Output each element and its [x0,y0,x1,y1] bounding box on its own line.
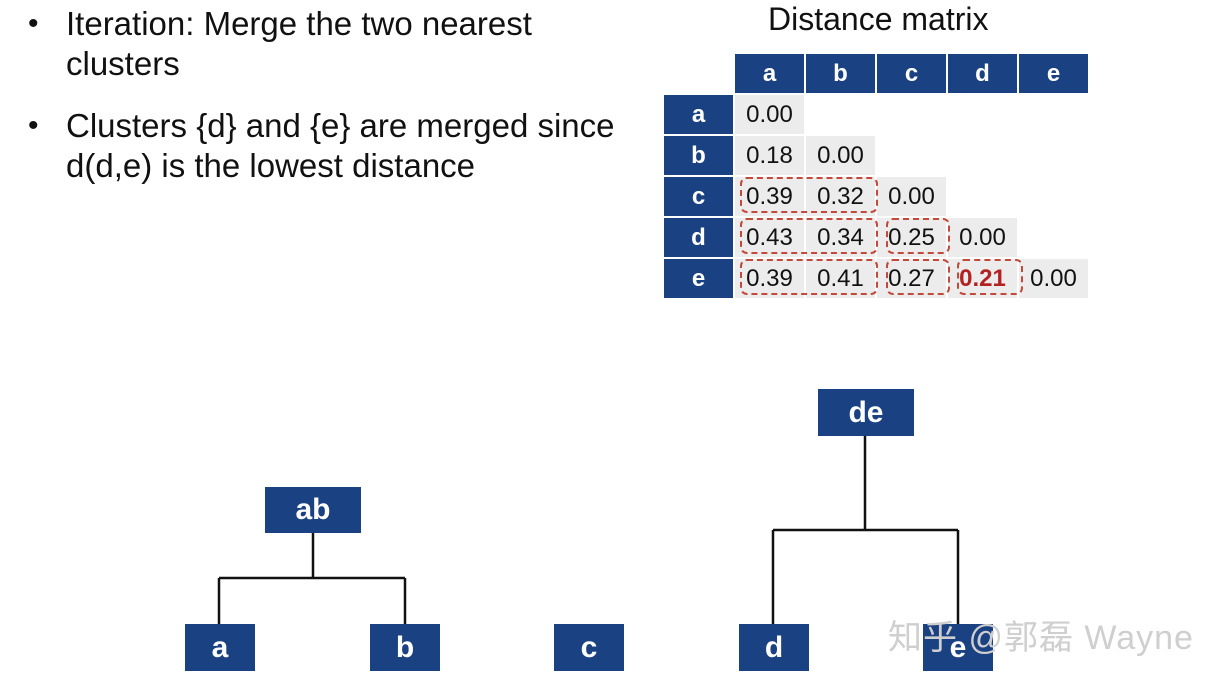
bullet-item: • Iteration: Merge the two nearest clust… [28,4,628,84]
row-header-a: a [664,95,733,134]
dashed-box-row-e-ab [740,259,878,295]
cluster-node-ab: ab [265,487,361,533]
leaf-node-d: d [739,624,809,671]
matrix-cell: 0.00 [1019,259,1088,298]
dashed-box-row-e-c [886,259,950,295]
leaf-node-e: e [923,624,993,671]
dashed-box-row-c-ab [740,177,878,213]
bullet-text: Clusters {d} and {e} are merged since d(… [66,107,615,184]
leaf-node-a: a [185,624,255,671]
row-header-b: b [664,136,733,175]
matrix-cell: 0.00 [806,136,875,175]
col-header-a: a [735,54,804,93]
dashed-box-row-e-d [957,259,1023,295]
row-header-c: c [664,177,733,216]
row-header-e: e [664,259,733,298]
col-header-d: d [948,54,1017,93]
bullet-list: • Iteration: Merge the two nearest clust… [28,4,628,208]
matrix-cell: 0.00 [735,95,804,134]
matrix-title: Distance matrix [768,1,989,37]
matrix-cell: 0.32 [806,177,875,216]
row-header-d: d [664,218,733,257]
bullet-text: Iteration: Merge the two nearest cluster… [66,5,532,82]
matrix-cell: 0.34 [806,218,875,257]
leaf-node-c: c [554,624,624,671]
leaf-node-b: b [370,624,440,671]
dashed-box-row-d-ab [740,218,878,254]
matrix-cell: 0.41 [806,259,875,298]
matrix-cell: 0.18 [735,136,804,175]
dashed-box-row-d-c [886,218,950,254]
col-header-e: e [1019,54,1088,93]
watermark: 知乎 @郭磊 Wayne [888,619,1194,657]
bullet-marker: • [28,109,39,142]
bullet-marker: • [28,7,39,40]
col-header-b: b [806,54,875,93]
cluster-node-de: de [818,389,914,436]
col-header-c: c [877,54,946,93]
bullet-item: • Clusters {d} and {e} are merged since … [28,106,628,186]
matrix-cell: 0.00 [877,177,946,216]
matrix-cell: 0.00 [948,218,1017,257]
